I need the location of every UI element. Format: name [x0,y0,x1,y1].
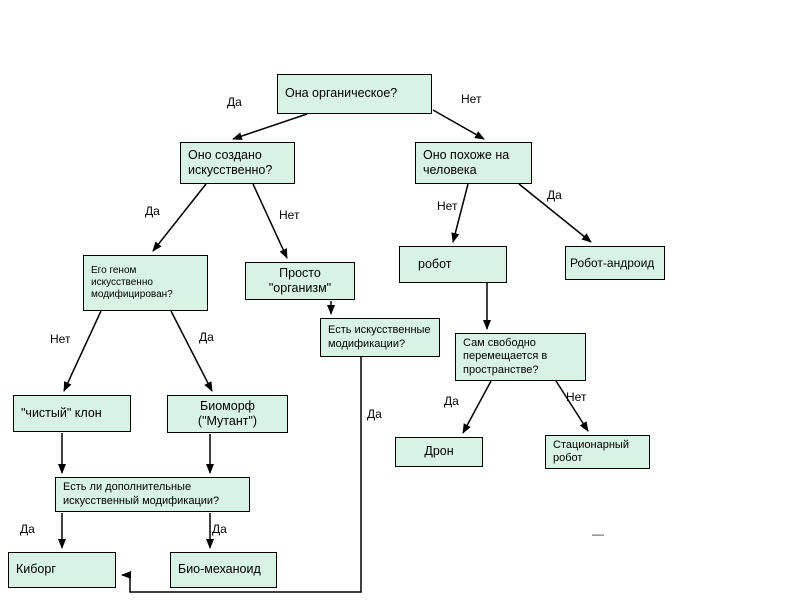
node-artificial-mods: Есть искусственные модификации? [320,318,440,357]
node-moves-freely: Сам свободно перемещается в пространстве… [455,333,586,381]
node-just-organism: Просто "организм" [245,262,355,300]
edge-label-created-yes: Да [145,204,160,218]
arrow-organic-yes [232,113,308,140]
node-robot: робот [399,246,507,283]
node-pure-clone: "чистый" клон [13,395,131,432]
node-android-robot: Робот-андроид [565,246,665,280]
node-organic: Она органическое? [277,74,432,114]
edge-label-human-no: Нет [437,199,458,213]
arrow-created-no [252,183,288,259]
arrow-organic-no [432,109,485,140]
edge-label-genome-no: Нет [50,332,71,346]
arrow-human-no [451,183,469,243]
edge-label-additional-yes-right: Да [212,522,227,536]
edge-label-organic-no: Нет [461,92,482,106]
node-created-artificially: Оно создано искусственно? [180,142,295,184]
stray-dash: — [592,527,604,541]
arrow-genome-yes [170,310,213,392]
node-drone: Дрон [395,437,483,467]
edge-label-mods-yes: Да [367,407,382,421]
node-biomechanoid: Био-механоид [170,552,277,588]
arrow-created-yes [152,183,207,252]
edge-label-created-no: Нет [279,208,300,222]
node-additional-mods: Есть ли дополнительные искусственный мод… [55,477,250,512]
node-looks-like-human: Оно похоже на человека [415,142,532,184]
arrow-human-yes [518,183,592,243]
arrow-mods-yes-to-cyborg [121,357,362,593]
node-genome-modified: Его геном искусственно модифицирован? [83,255,208,311]
arrow-moves-yes [462,380,492,434]
arrow-moves-no [555,380,589,432]
edge-label-additional-yes-left: Да [20,522,35,536]
node-stationary-robot: Стационарный робот [545,435,650,469]
node-cyborg: Киборг [8,552,116,588]
edge-label-genome-yes: Да [199,330,214,344]
edge-label-human-yes: Да [547,188,562,202]
edge-label-moves-no: Нет [566,390,587,404]
arrow-genome-no [63,310,102,392]
edge-label-moves-yes: Да [444,394,459,408]
node-biomorph: Биоморф ("Мутант") [167,395,288,433]
edge-label-organic-yes: Да [227,95,242,109]
